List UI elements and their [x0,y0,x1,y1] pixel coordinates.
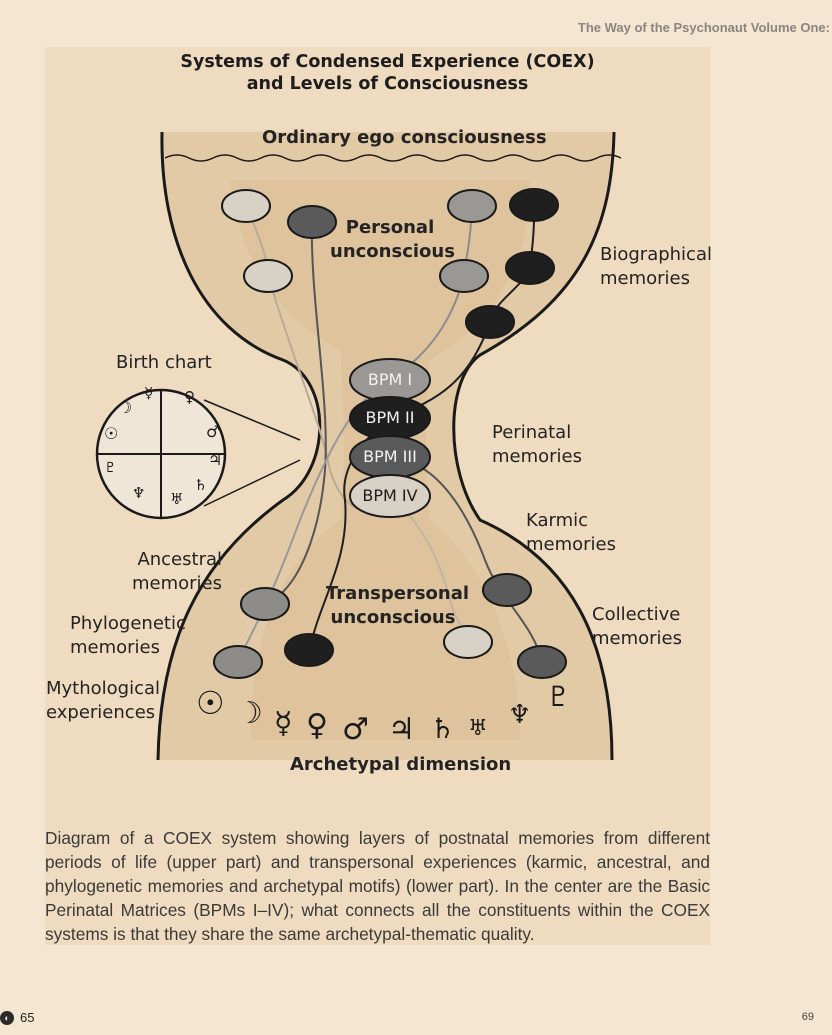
mythological-experiences-label: Mythological experiences [46,678,161,723]
mars-symbol-chart: ♂ [206,422,221,441]
memory-node [447,189,497,223]
uranus-symbol: ♅ [468,716,488,741]
pluto-symbol-chart: ♇ [104,460,117,476]
mars-symbol: ♂ [342,712,369,747]
reading-count-value: 65 [20,1010,35,1025]
reading-count[interactable]: ◐ 65 [0,1010,34,1025]
hourglass-right-edge [452,131,616,761]
consciousness-wave [164,154,622,162]
memory-node [240,587,290,621]
jupiter-symbol: ♃ [388,712,415,747]
saturn-symbol: ♄ [430,712,456,745]
figure-title-line2: and Levels of Consciousness [246,74,529,94]
hourglass-left-edge [156,131,322,761]
collective-memories-label: Collective memories [592,604,683,649]
neptune-symbol: ♆ [508,700,532,730]
personal-unconscious-label: Personal unconscious [330,217,455,262]
ancestral-memories-label: Ancestral memories [131,549,222,594]
bpm-4-label: BPM IV [362,486,418,505]
saturn-symbol-chart: ♄ [194,476,208,494]
figure-title-line1: Systems of Condensed Experience (COEX) [180,52,595,72]
memory-node [443,625,493,659]
venus-symbol: ♀ [306,708,328,743]
memory-node [509,188,559,222]
biographical-memories-label: Biographical memories [600,244,712,289]
figure-caption: Diagram of a COEX system showing layers … [45,828,710,944]
sun-symbol: ☉ [196,684,225,722]
ordinary-ego-label: Ordinary ego consciousness [262,127,547,148]
sun-symbol-chart: ☉ [104,424,119,443]
moon-symbol-chart: ☽ [118,398,133,417]
venus-symbol-chart: ♀ [184,388,195,406]
memory-node [439,259,489,293]
birth-chart-wheel [95,388,301,520]
memory-node [287,205,337,239]
memory-node [284,633,334,667]
perinatal-memories-label: Perinatal memories [492,422,583,467]
jupiter-symbol-chart: ♃ [208,450,223,469]
memory-node [213,645,263,679]
bpm-2-label: BPM II [365,408,415,427]
memory-node [465,305,515,339]
birth-chart-label: Birth chart [116,352,212,373]
pluto-symbol: ♇ [546,680,572,713]
reader-icon: ◐ [0,1010,14,1025]
uranus-symbol-chart: ♅ [170,490,184,508]
memory-node [243,259,293,293]
mercury-symbol-chart: ☿ [144,384,154,402]
neptune-symbol-chart: ♆ [132,484,146,502]
transpersonal-unconscious-label: Transpersonal unconscious [326,583,470,628]
memory-node [517,645,567,679]
archetypal-dimension-label: Archetypal dimension [290,754,512,775]
bpm-4-node [349,474,431,518]
mercury-symbol: ☿ [274,706,293,741]
memory-node [505,251,555,285]
page-number: 69 [801,1011,814,1023]
moon-symbol: ☽ [236,696,263,731]
phylogenetic-memories-label: Phylogenetic memories [70,613,186,658]
book-title-header: The Way of the Psychonaut Volume One: [577,20,830,35]
memory-node [221,189,271,223]
bpm-1-label: BPM I [367,370,413,389]
memory-node [482,573,532,607]
bpm-3-label: BPM III [363,447,417,466]
karmic-memories-label: Karmic memories [526,510,617,555]
